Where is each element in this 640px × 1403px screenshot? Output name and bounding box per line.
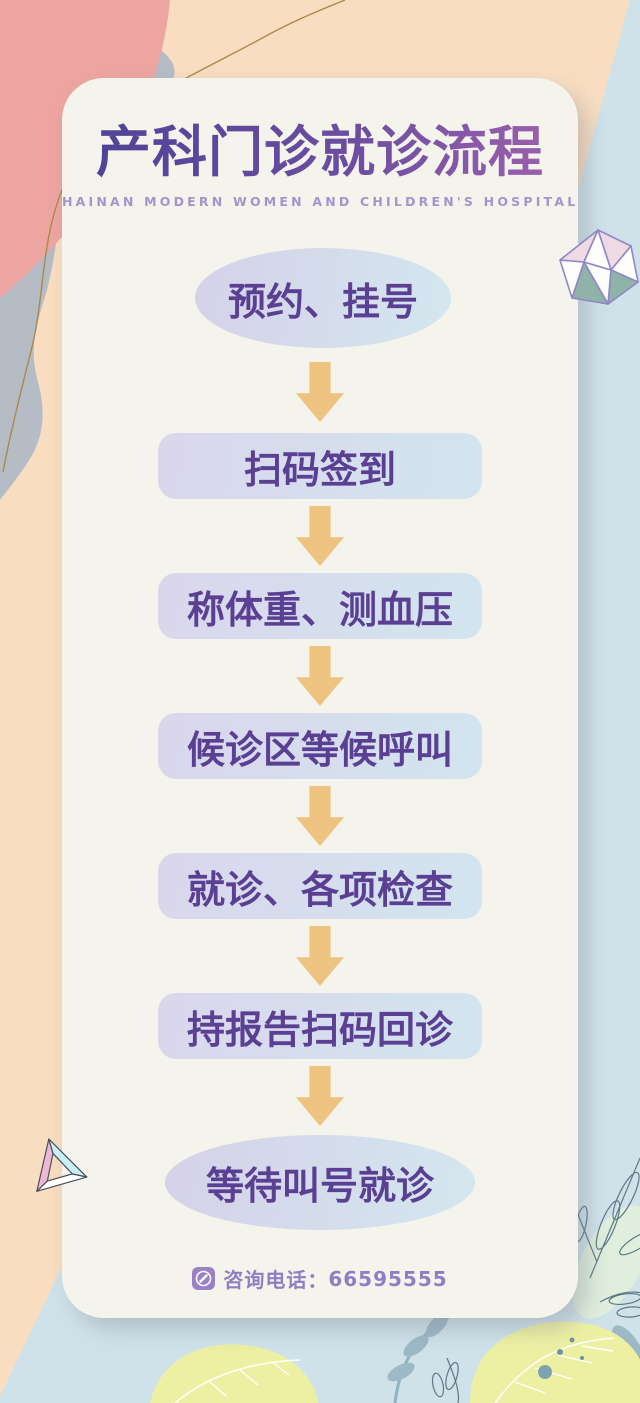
down-arrow-icon <box>296 362 344 422</box>
phone-icon <box>192 1267 216 1290</box>
flow-step-4: 候诊区等候呼叫 <box>158 713 482 779</box>
down-arrow-icon <box>296 646 344 706</box>
flow-step-7: 等待叫号就诊 <box>165 1135 475 1230</box>
flow-step-5: 就诊、各项检查 <box>158 853 482 919</box>
leaf-decoration <box>150 1157 640 1403</box>
gem-icon <box>559 229 639 305</box>
down-arrow-icon <box>296 506 344 566</box>
hotline-row: 咨询电话：66595555 <box>62 1264 578 1293</box>
page-subtitle: HAINAN MODERN WOMEN AND CHILDREN'S HOSPI… <box>62 194 579 209</box>
flow-step-2: 扫码签到 <box>158 433 482 499</box>
penrose-triangle-icon <box>36 1138 88 1192</box>
flowchart-card: 产科门诊就诊流程 HAINAN MODERN WOMEN AND CHILDRE… <box>62 78 578 1318</box>
flow-step-6: 持报告扫码回诊 <box>158 993 482 1059</box>
flow-step-3: 称体重、测血压 <box>158 573 482 639</box>
down-arrow-icon <box>296 1066 344 1126</box>
hotline-label: 咨询电话： <box>223 1268 329 1292</box>
down-arrow-icon <box>296 786 344 846</box>
page-title: 产科门诊就诊流程 <box>62 122 578 182</box>
flow-step-1: 预约、挂号 <box>195 248 451 348</box>
hotline-number: 66595555 <box>328 1266 448 1291</box>
down-arrow-icon <box>296 926 344 986</box>
